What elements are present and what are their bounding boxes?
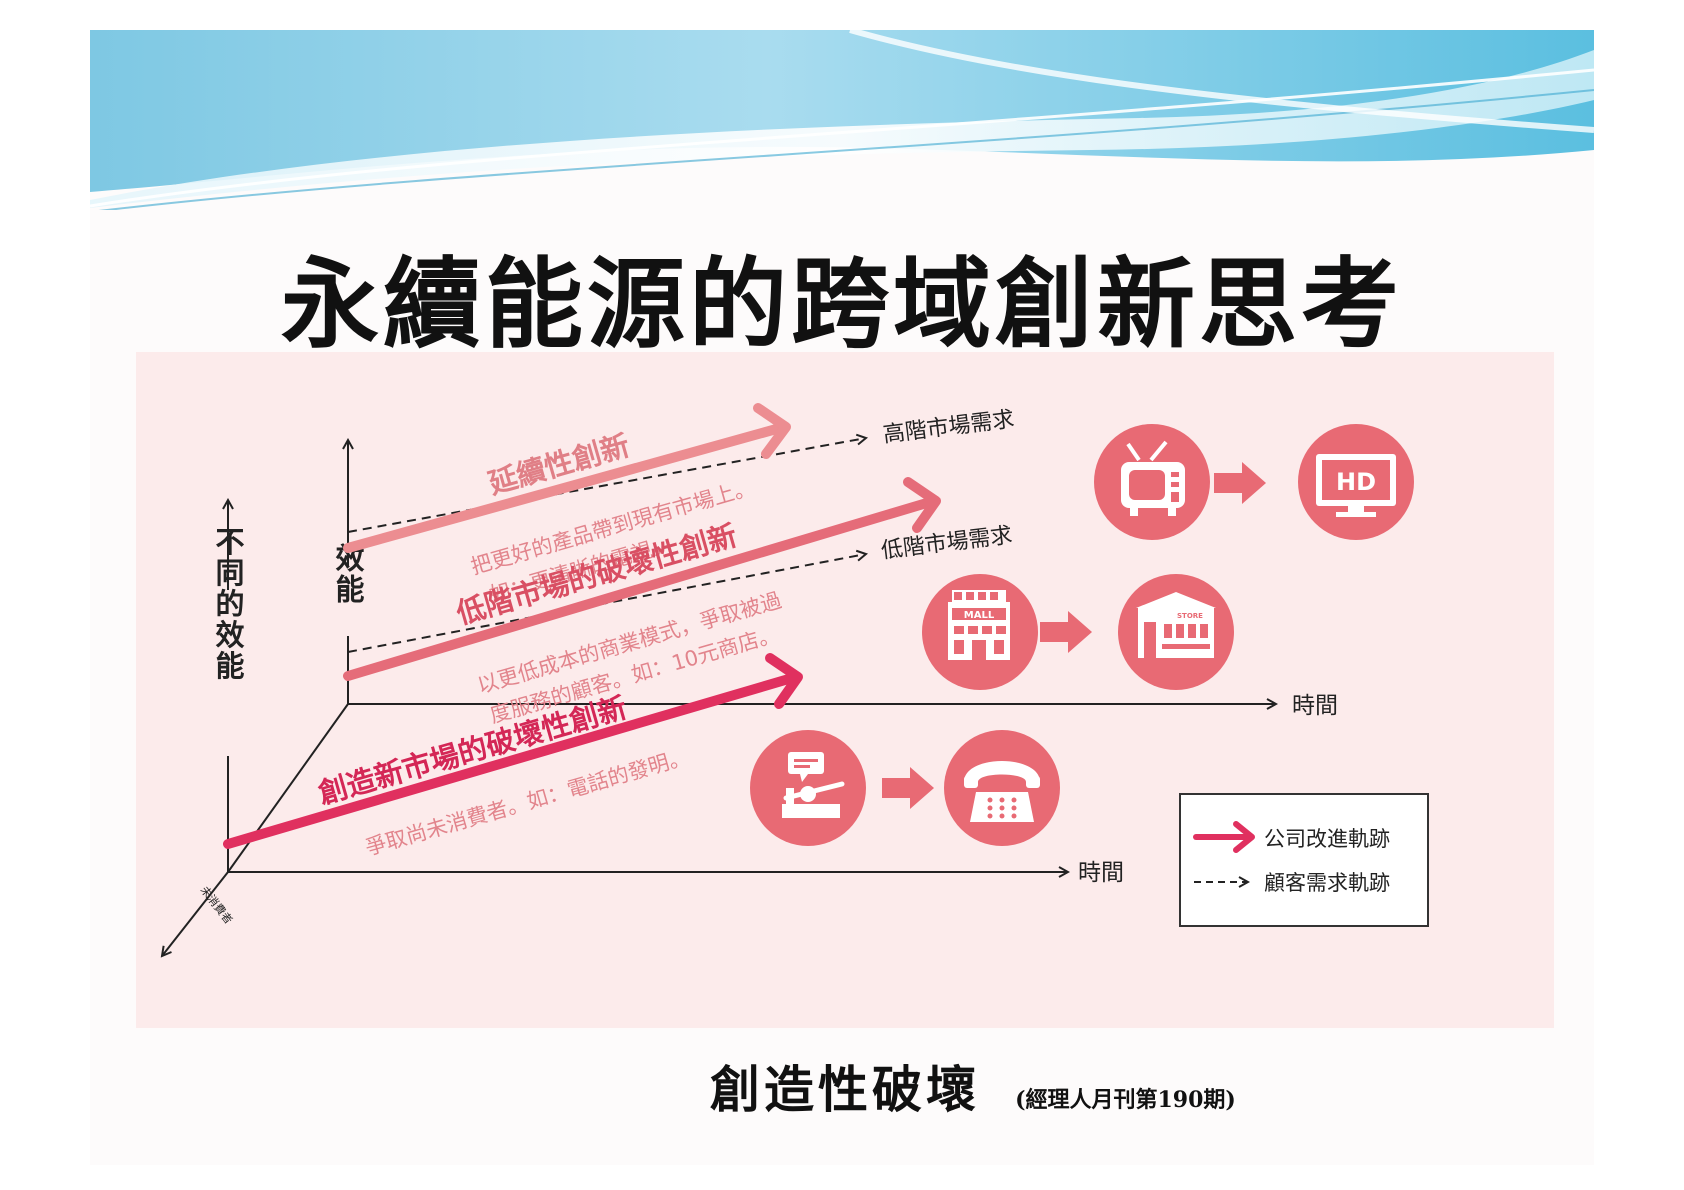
axis-label-time-upper: 時間: [1292, 693, 1338, 719]
high-demand-trajectory: [347, 438, 866, 533]
header-wave-decoration: [90, 30, 1594, 210]
mall-icon: MALL: [922, 574, 1038, 690]
store-icon: STORE: [1118, 574, 1234, 690]
tv-icon: [1094, 424, 1210, 540]
legend-customer-label: 顧客需求軌跡: [1264, 871, 1390, 895]
slide: 永續能源的跨域創新思考 不同的效能 效能 時間 時間: [90, 30, 1594, 1165]
arrow-right-icon: [882, 767, 934, 809]
mall-label: MALL: [964, 610, 995, 621]
innovation-diagram: 不同的效能 效能 時間 時間 未消費者 高階市場需求 低階市場需求: [136, 403, 1429, 1028]
caption-source: (經理人月刊第190期): [1015, 1087, 1236, 1113]
new-market-arrow: [223, 653, 803, 849]
telegraph-icon: [750, 730, 866, 846]
hd-tv-icon: HD: [1298, 424, 1414, 540]
legend-company-label: 公司改進軌跡: [1264, 827, 1390, 851]
store-label: STORE: [1177, 612, 1203, 620]
high-demand-label: 高階市場需求: [882, 407, 1016, 448]
sustaining-arrow: [343, 403, 791, 553]
telephone-icon: [944, 730, 1060, 846]
slide-title: 永續能源的跨域創新思考: [280, 248, 1403, 362]
arrow-right-icon: [1040, 611, 1092, 653]
diagram-panel: 不同的效能 效能 時間 時間 未消費者 高階市場需求 低階市場需求: [136, 352, 1554, 1028]
arrow-right-icon: [1214, 462, 1266, 504]
legend: 公司改進軌跡 顧客需求軌跡: [1179, 793, 1429, 927]
hd-label: HD: [1336, 468, 1376, 496]
caption: 創造性破壞 (經理人月刊第190期): [710, 1050, 1236, 1122]
caption-main: 創造性破壞: [710, 1060, 980, 1119]
axis-diagonal: [227, 703, 349, 873]
legend-company-arrow: [1193, 821, 1255, 853]
axis-non-consumers: [162, 871, 229, 956]
axis-label-different-performance: 不同的效能: [211, 527, 245, 682]
low-demand-label: 低階市場需求: [880, 523, 1014, 564]
low-end-arrow: [343, 477, 941, 681]
axis-label-time-lower: 時間: [1078, 860, 1124, 886]
